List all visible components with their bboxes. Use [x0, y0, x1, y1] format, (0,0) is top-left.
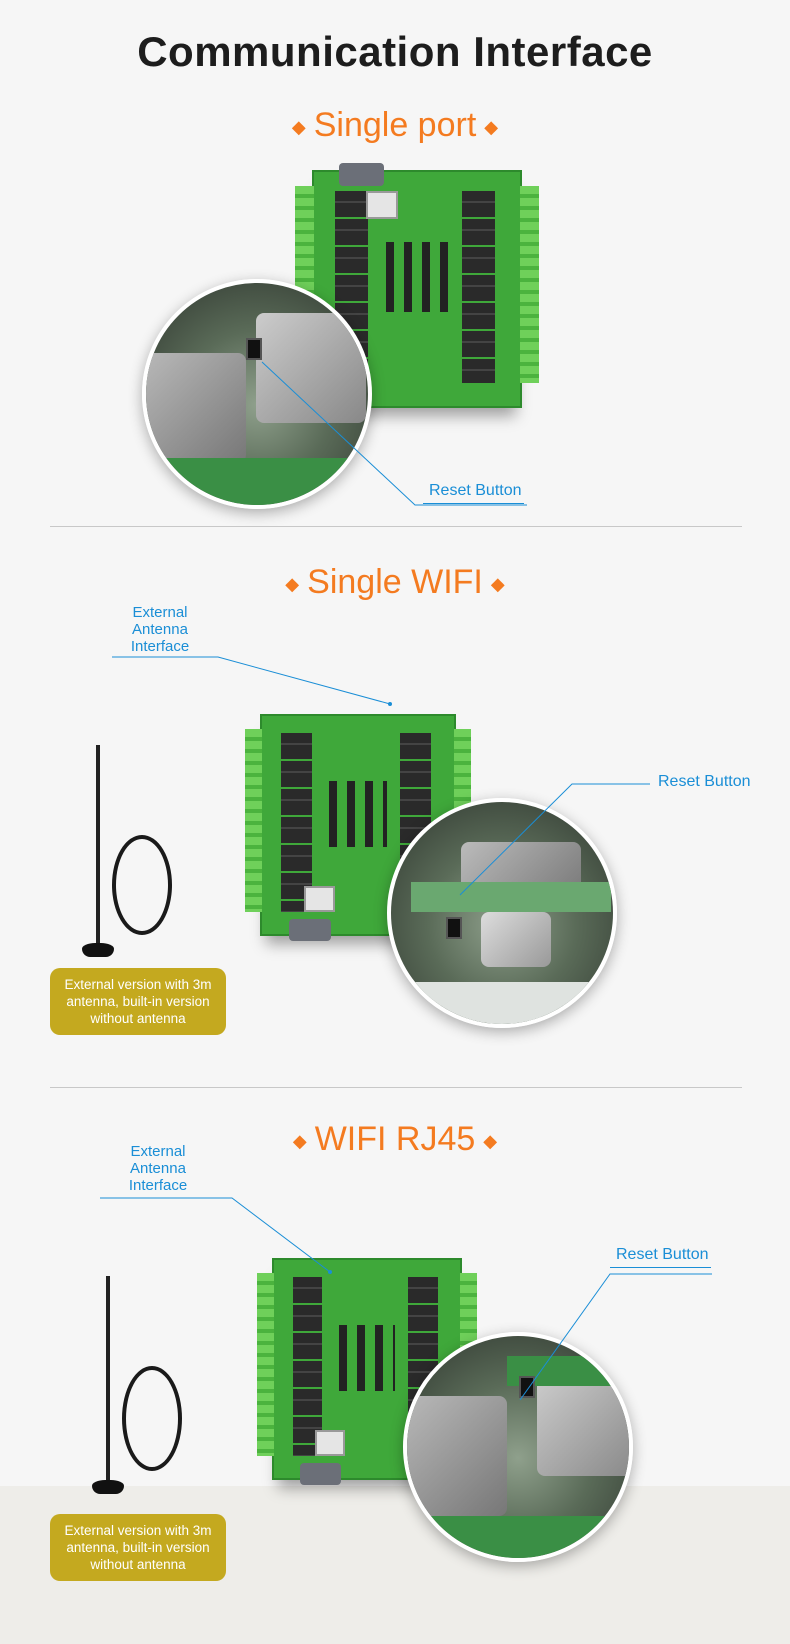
antenna-note-1: External version with 3m antenna, built-… [50, 968, 226, 1035]
diamond-icon: ◆ [484, 116, 499, 137]
antenna-note-2: External version with 3m antenna, built-… [50, 1514, 226, 1581]
diamond-icon: ◆ [292, 1130, 307, 1151]
section-heading-single-port: ◆Single port◆ [291, 106, 499, 144]
zoom-circle-reset-1 [142, 279, 372, 509]
antenna-image-2 [82, 1276, 182, 1496]
section-heading-wifi-rj45: ◆WIFI RJ45◆ [292, 1120, 498, 1158]
antenna-image-1 [82, 745, 172, 960]
divider [50, 526, 742, 527]
reset-button-image [519, 1376, 535, 1398]
section-heading-single-wifi: ◆Single WIFI◆ [285, 563, 505, 601]
diamond-icon: ◆ [483, 1130, 498, 1151]
page-title: Communication Interface [137, 28, 653, 75]
reset-button-label-3: Reset Button [610, 1246, 711, 1268]
reset-button-label-1: Reset Button [423, 482, 524, 504]
reset-button-label-2: Reset Button [658, 773, 751, 790]
divider [50, 1087, 742, 1088]
diamond-icon: ◆ [291, 116, 306, 137]
reset-button-image [446, 917, 462, 939]
zoom-circle-reset-3 [403, 1332, 633, 1562]
diamond-icon: ◆ [490, 573, 505, 594]
reset-button-image [246, 338, 262, 360]
diamond-icon: ◆ [285, 573, 300, 594]
zoom-circle-reset-2 [387, 798, 617, 1028]
